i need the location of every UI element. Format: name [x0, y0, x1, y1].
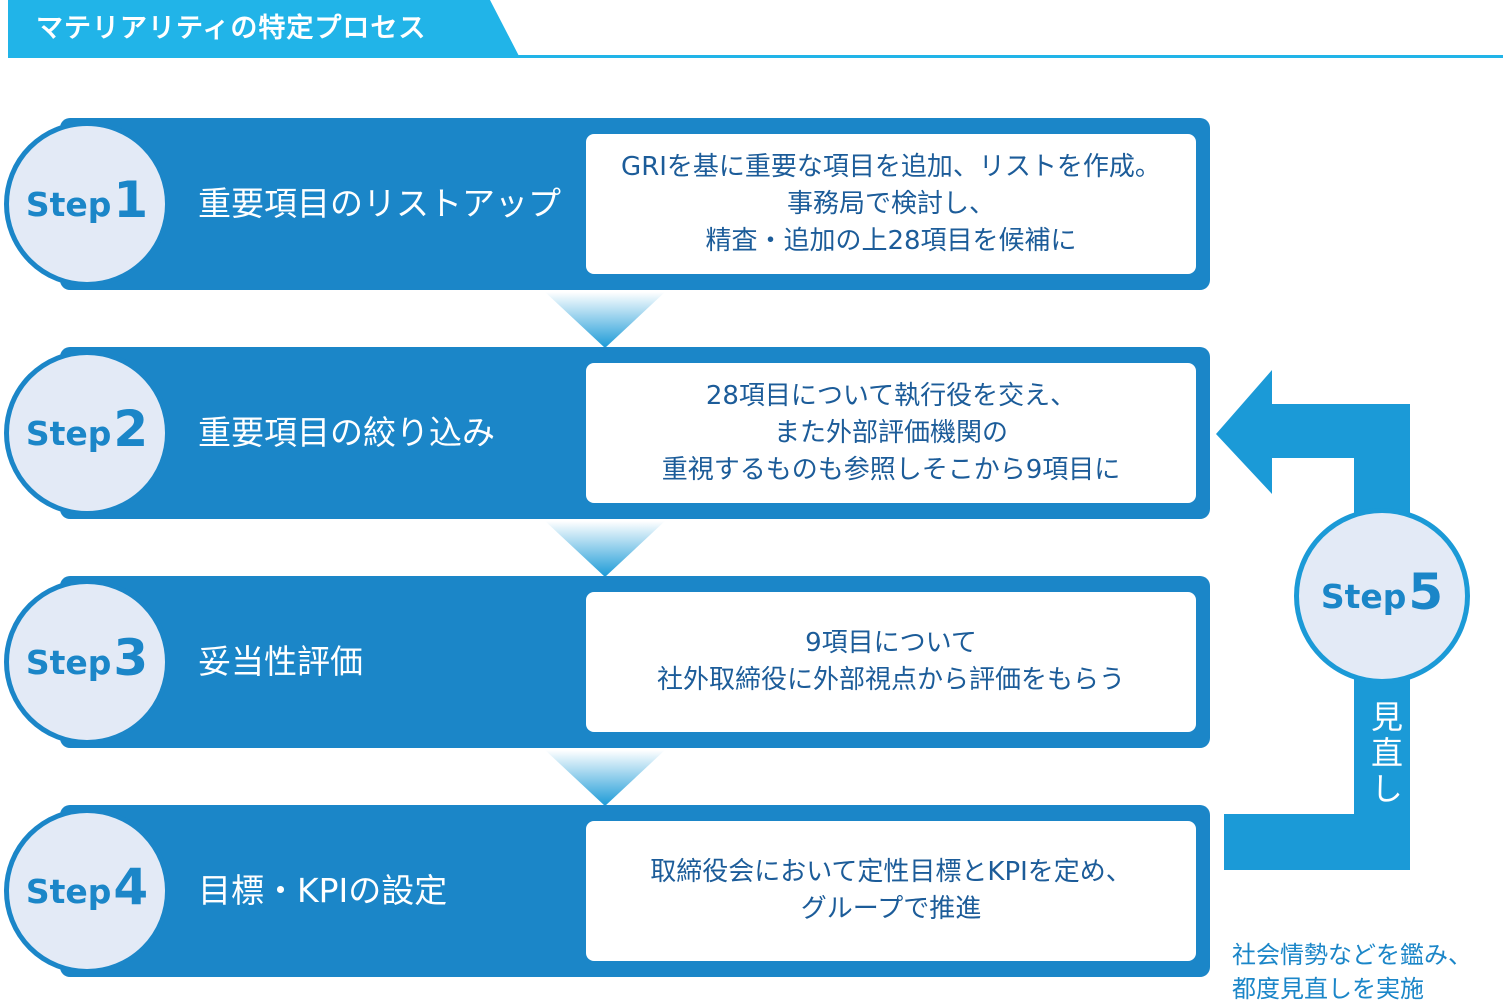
step-1-desc-line: GRIを基に重要な項目を追加、リストを作成。: [621, 151, 1161, 182]
chevron-down-icon: [545, 521, 665, 577]
step-2-title: 重要項目の絞り込み: [198, 413, 495, 452]
step-3-desc-line: 9項目について: [805, 628, 977, 658]
step-4-desc-line: グループで推進: [800, 894, 982, 924]
step-2-description: 28項目について執行役を交え、 また外部評価機関の 重視するものも参照しそこから…: [586, 363, 1196, 503]
loop-back-arrow-icon: [1216, 370, 1410, 870]
header-tab: [8, 0, 520, 58]
step-1-desc-line: 精査・追加の上28項目を候補に: [705, 225, 1077, 256]
step-3-description: 9項目について 社外取締役に外部視点から評価をもらう: [586, 592, 1196, 732]
step-4-desc-line: 取締役会において定性目標とKPIを定め、: [650, 857, 1132, 887]
step-2-desc-line: また外部評価機関の: [773, 417, 1008, 448]
step-4-description: 取締役会において定性目標とKPIを定め、 グループで推進: [586, 821, 1196, 961]
step-2-desc-line: 28項目について執行役を交え、: [705, 380, 1077, 411]
page-title: マテリアリティの特定プロセス: [36, 13, 427, 44]
step-4-number: 4: [113, 858, 149, 916]
step-3-number: 3: [113, 629, 149, 687]
step-3-title: 妥当性評価: [198, 642, 363, 681]
step-4-word: Step: [25, 871, 112, 911]
review-note-line: 都度見直しを実施: [1232, 975, 1424, 1003]
step-4-title: 目標・KPIの設定: [198, 871, 448, 910]
step-2-desc-line: 重視するものも参照しそこから9項目に: [661, 454, 1121, 485]
step-1-description: GRIを基に重要な項目を追加、リストを作成。 事務局で検討し、 精査・追加の上2…: [586, 134, 1196, 274]
step-5-number: 5: [1408, 563, 1444, 621]
header-underline: [512, 55, 1503, 58]
step-1-desc-line: 事務局で検討し、: [786, 188, 995, 219]
step-1-number: 1: [113, 171, 149, 229]
step-1-word: Step: [25, 184, 112, 224]
review-note: 社会情勢などを鑑み、 都度見直しを実施: [1232, 938, 1472, 1006]
step-2-word: Step: [25, 413, 112, 453]
step-1-title: 重要項目のリストアップ: [198, 184, 561, 223]
step-2-number: 2: [113, 400, 149, 458]
step-3-desc-line: 社外取締役に外部視点から評価をもらう: [656, 665, 1125, 695]
chevron-down-icon: [545, 292, 665, 348]
review-note-line: 社会情勢などを鑑み、: [1232, 941, 1472, 969]
review-label: 見直し: [1366, 700, 1404, 808]
chevron-down-icon: [545, 750, 665, 806]
step-5-word: Step: [1320, 576, 1407, 616]
step-3-word: Step: [25, 642, 112, 682]
